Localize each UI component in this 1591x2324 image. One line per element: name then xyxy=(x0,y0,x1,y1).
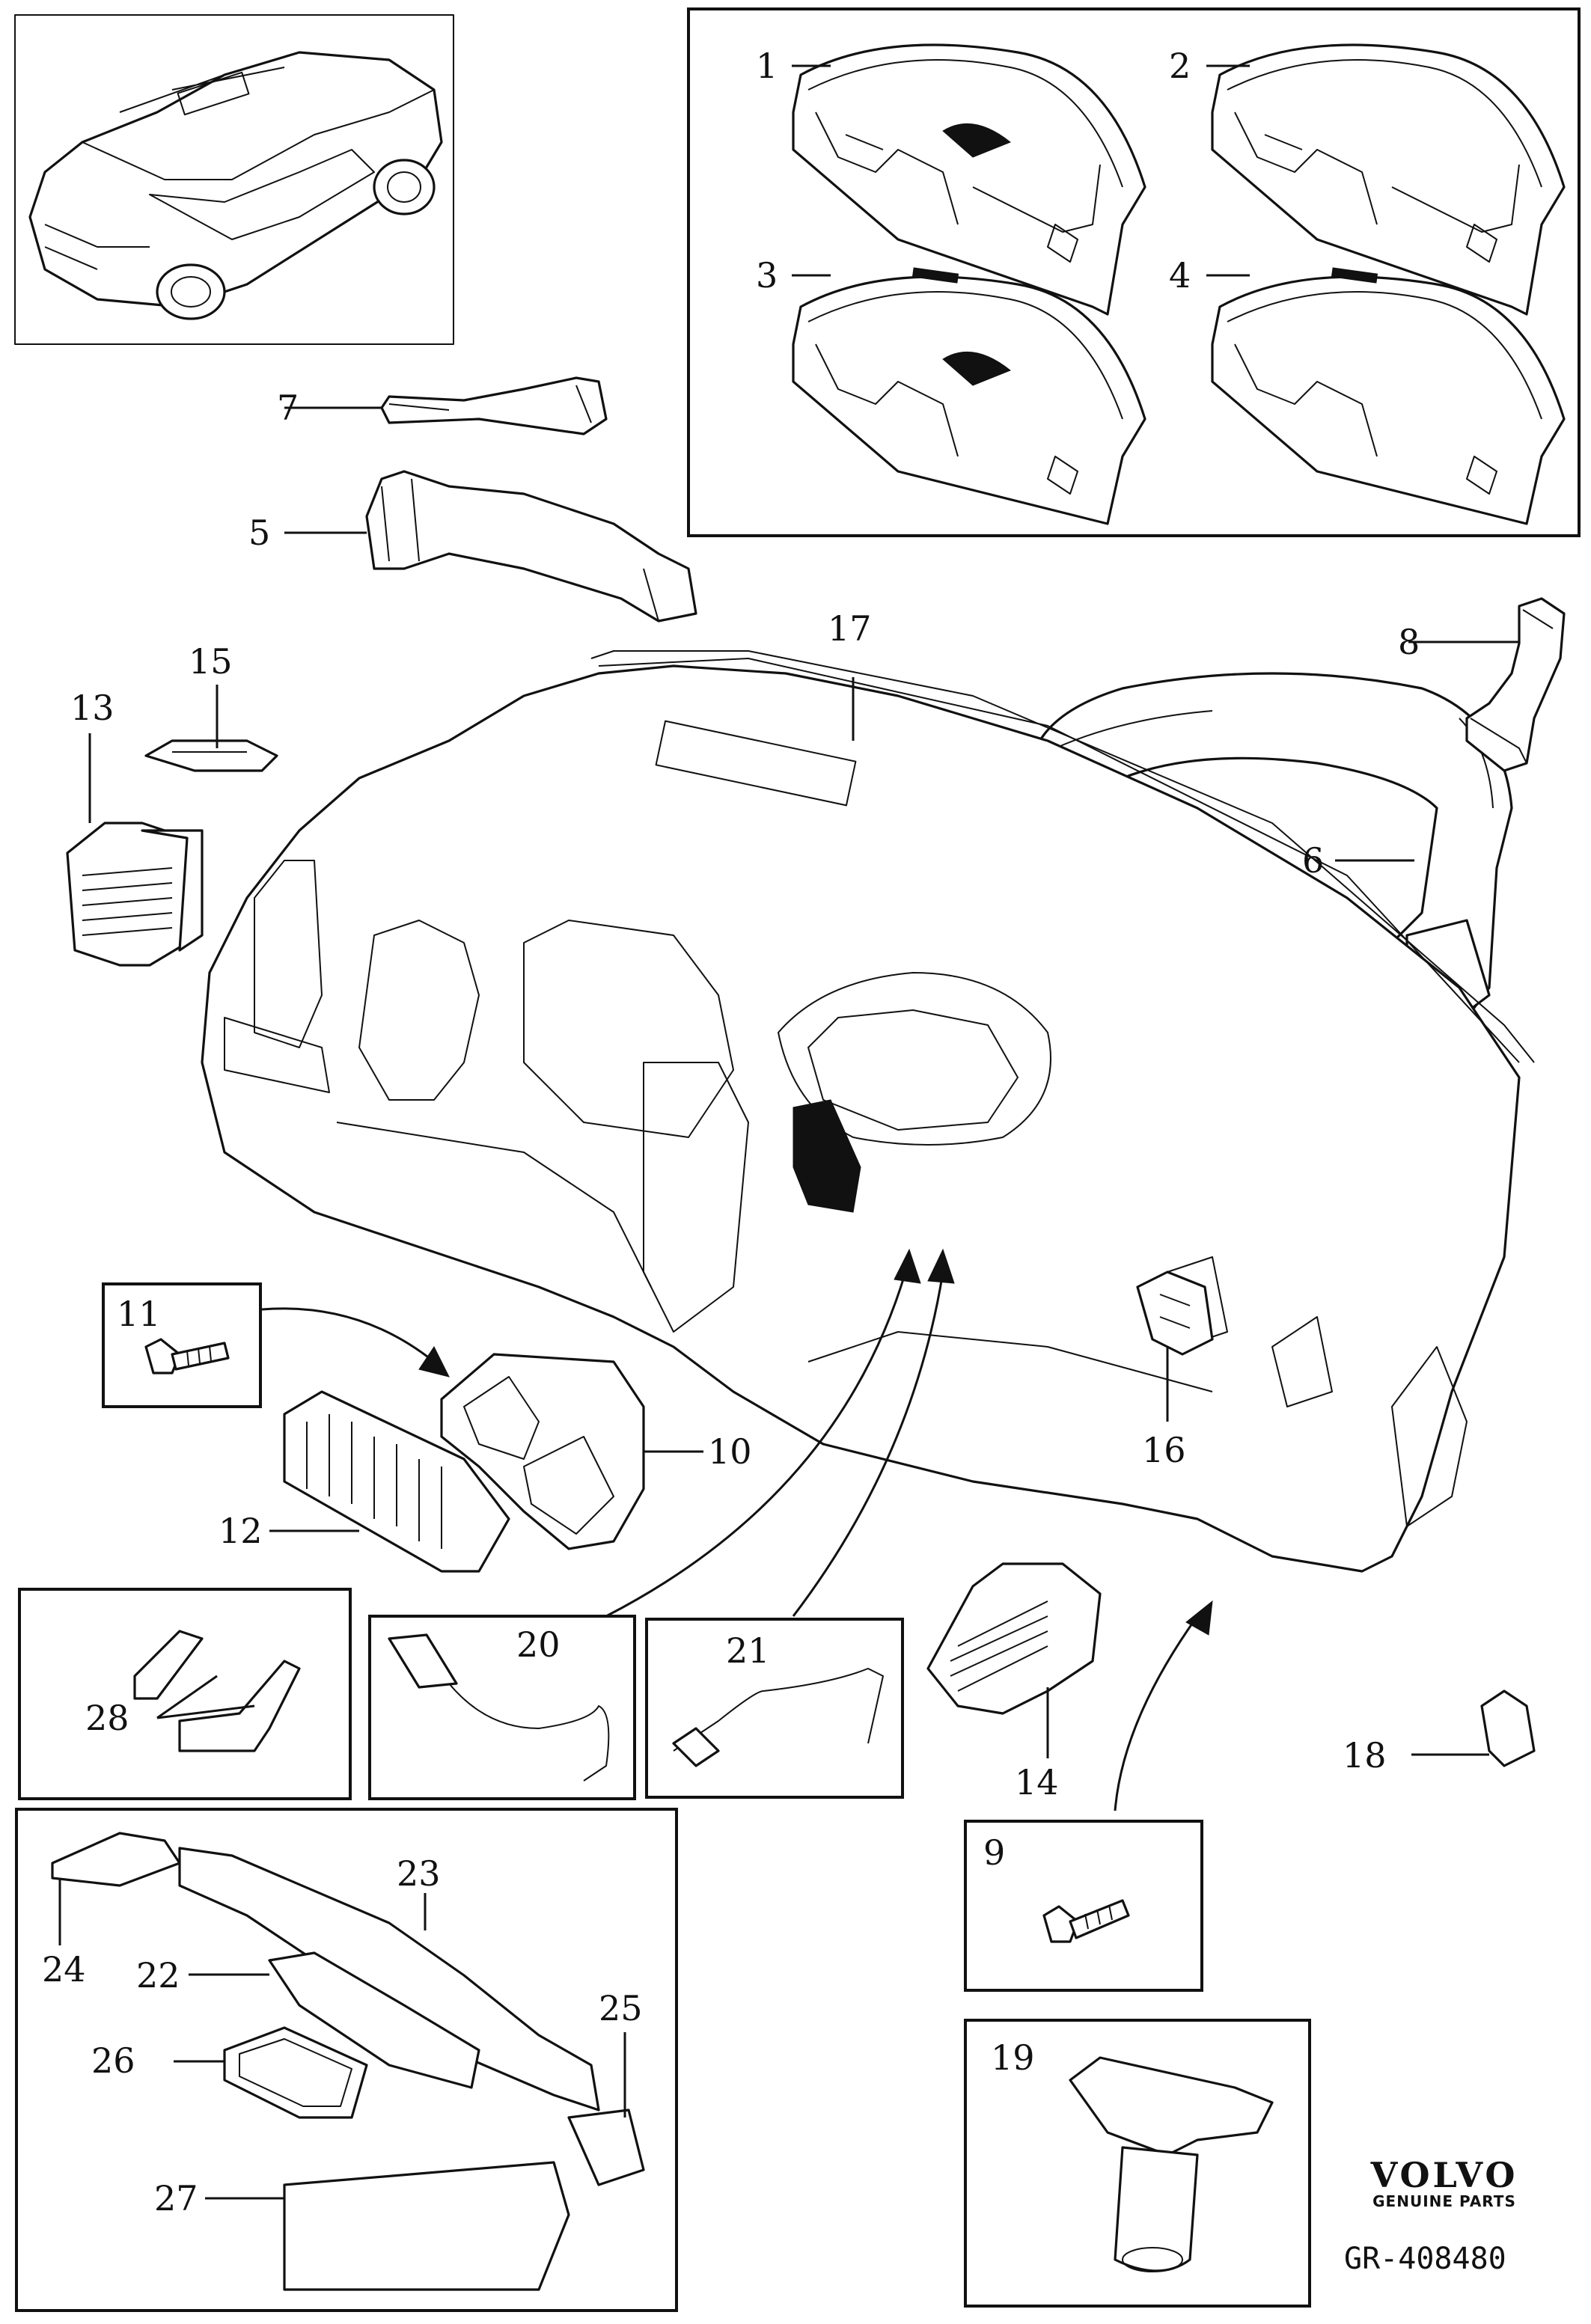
duct-8 xyxy=(1465,597,1566,772)
callout-24: 24 xyxy=(42,1949,86,1990)
callout-10: 10 xyxy=(708,1431,752,1472)
switch-16 xyxy=(1136,1270,1214,1356)
volvo-brand: VOLVO GENUINE PARTS xyxy=(1347,2155,1542,2210)
callout-12: 12 xyxy=(219,1511,263,1551)
callout-2: 2 xyxy=(1169,46,1191,86)
callout-25: 25 xyxy=(599,1988,643,2028)
harness-21 xyxy=(672,1668,884,1767)
callout-6: 6 xyxy=(1302,840,1324,881)
callout-11: 11 xyxy=(117,1294,161,1334)
screw-11-frame xyxy=(102,1282,262,1408)
dashboard-variant-2 xyxy=(1211,43,1566,316)
callout-23: 23 xyxy=(397,1853,441,1894)
plug-19-frame xyxy=(964,2019,1311,2308)
dashboard-variant-3 xyxy=(792,267,1146,525)
insulation-kit xyxy=(51,1832,645,2291)
callout-1: 1 xyxy=(756,46,778,86)
callout-26: 26 xyxy=(91,2040,135,2081)
screw-9-frame xyxy=(964,1820,1203,1992)
callout-16: 16 xyxy=(1142,1430,1186,1470)
duct-7 xyxy=(380,376,608,435)
callout-17: 17 xyxy=(828,608,872,649)
screw-11 xyxy=(144,1338,230,1374)
callout-13: 13 xyxy=(70,688,114,728)
callout-19: 19 xyxy=(991,2037,1035,2078)
harness-20-frame xyxy=(368,1615,636,1800)
leader-lines xyxy=(58,64,1519,2200)
callout-15: 15 xyxy=(189,641,233,682)
callout-5: 5 xyxy=(248,513,270,553)
vent-housing-10 xyxy=(440,1353,645,1550)
clip-28 xyxy=(133,1630,301,1752)
vent-14 xyxy=(926,1562,1102,1715)
callout-9: 9 xyxy=(983,1832,1005,1873)
callout-14: 14 xyxy=(1015,1762,1059,1802)
arrows xyxy=(261,1248,1213,1811)
callout-20: 20 xyxy=(516,1624,561,1665)
callout-27: 27 xyxy=(154,2178,198,2218)
callout-21: 21 xyxy=(726,1630,770,1671)
vent-12 xyxy=(283,1390,510,1573)
callout-28: 28 xyxy=(85,1698,129,1738)
callout-22: 22 xyxy=(136,1955,180,1996)
trim-15 xyxy=(144,739,278,772)
reference-number: GR-408480 xyxy=(1344,2242,1506,2276)
harness-20 xyxy=(388,1633,610,1782)
duct-5 xyxy=(365,470,697,623)
callout-8: 8 xyxy=(1398,622,1420,662)
harness-21-frame xyxy=(645,1618,904,1799)
screw-9 xyxy=(1042,1899,1130,1943)
callout-7: 7 xyxy=(277,388,299,428)
callout-4: 4 xyxy=(1169,255,1191,296)
dashboard-variant-4 xyxy=(1211,267,1566,525)
insulation-kit-frame xyxy=(15,1808,678,2312)
clip-28-frame xyxy=(18,1588,352,1800)
callout-18: 18 xyxy=(1343,1735,1387,1776)
vehicle-illustration xyxy=(28,51,443,320)
callout-3: 3 xyxy=(756,255,778,296)
dashboard-variants-frame xyxy=(687,7,1581,537)
plug-19 xyxy=(1069,2056,1274,2272)
callout-labels: 1 2 3 4 5 6 7 8 9 10 11 12 13 14 15 16 1… xyxy=(42,46,1420,2218)
dashboard-variant-1 xyxy=(792,43,1146,316)
vehicle-location-frame xyxy=(14,14,454,345)
clip-18 xyxy=(1480,1690,1536,1767)
brand-logo: VOLVO xyxy=(1370,2155,1518,2195)
vent-13 xyxy=(66,822,204,967)
brand-tagline: GENUINE PARTS xyxy=(1372,2192,1516,2210)
